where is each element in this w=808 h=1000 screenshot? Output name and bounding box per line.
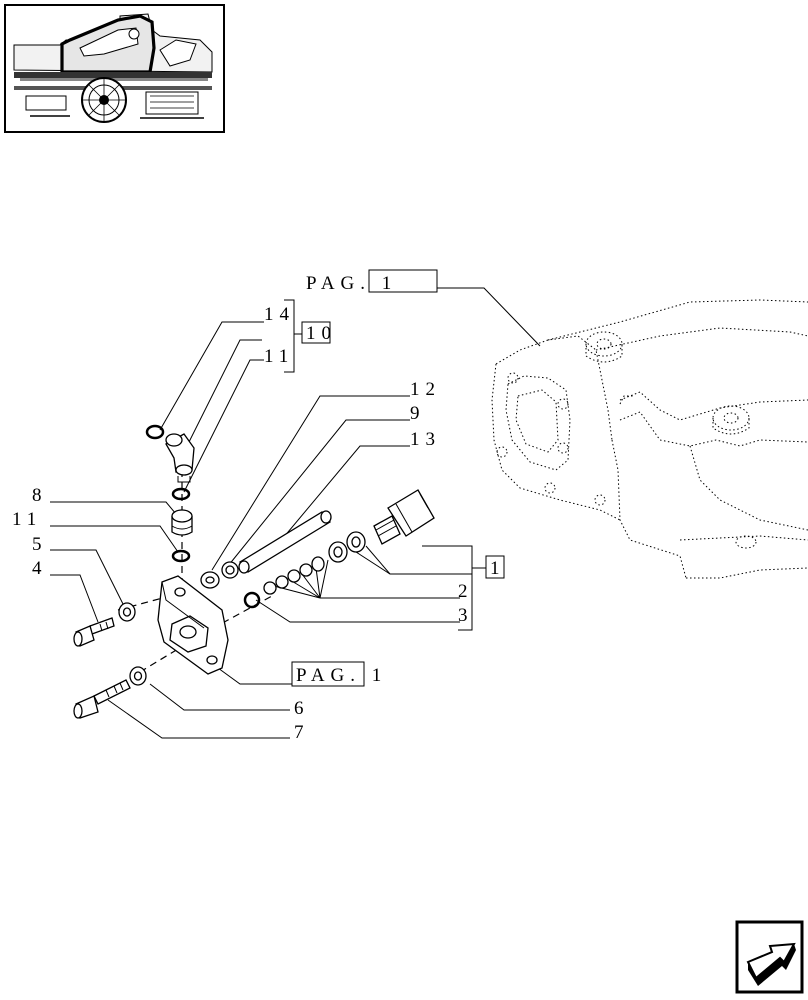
seal-ring-11-top [171, 487, 191, 501]
valve-flange-block [157, 575, 229, 675]
bolt-7 [73, 679, 131, 719]
box-callout-10 [301, 321, 331, 344]
o-ring-14 [145, 424, 165, 440]
callout-12: 12 [410, 379, 441, 400]
o-ring-set-2 [263, 556, 325, 595]
housing-outline [491, 299, 808, 579]
box-callout-1 [485, 555, 505, 579]
washer-5 [118, 602, 136, 622]
leader-lines [50, 299, 486, 739]
next-page-arrow-icon[interactable] [735, 920, 804, 994]
callout-10: 10 [306, 323, 337, 344]
bolt-4 [73, 617, 115, 647]
callout-14: 14 [264, 304, 295, 325]
reference-pag-top: PAG. 1 [306, 269, 438, 294]
spacer-9 [221, 561, 239, 579]
callout-5: 5 [32, 534, 48, 555]
location-thumbnail [4, 4, 225, 133]
callout-6: 6 [294, 698, 310, 719]
callout-3: 3 [458, 605, 474, 626]
callout-13: 13 [410, 429, 441, 450]
seal-ring-3 [243, 591, 261, 609]
elbow-fitting-10 [165, 433, 195, 483]
washer-6 [129, 666, 147, 686]
callout-2: 2 [458, 581, 474, 602]
callout-1: 1 [490, 558, 506, 579]
callout-11-top: 11 [264, 346, 294, 367]
pag-top-text: PAG. 1 [306, 273, 397, 294]
shaft-13 [238, 510, 332, 574]
pag-bottom-text: PAG. 1 [296, 665, 387, 686]
callout-9: 9 [410, 403, 426, 424]
pag-top-leader [437, 287, 541, 347]
callout-8: 8 [32, 485, 48, 506]
callout-11-left: 11 [12, 509, 42, 530]
reference-pag-bottom: PAG. 1 [291, 661, 387, 687]
plug-1 [373, 489, 435, 545]
washer-12 [200, 571, 220, 589]
seal-ring-11-left [171, 549, 191, 563]
callout-4: 4 [32, 558, 48, 579]
union-fitting-8 [171, 509, 193, 536]
callout-7: 7 [294, 722, 310, 743]
washer-1b [346, 531, 366, 553]
washer-1a [328, 541, 348, 563]
